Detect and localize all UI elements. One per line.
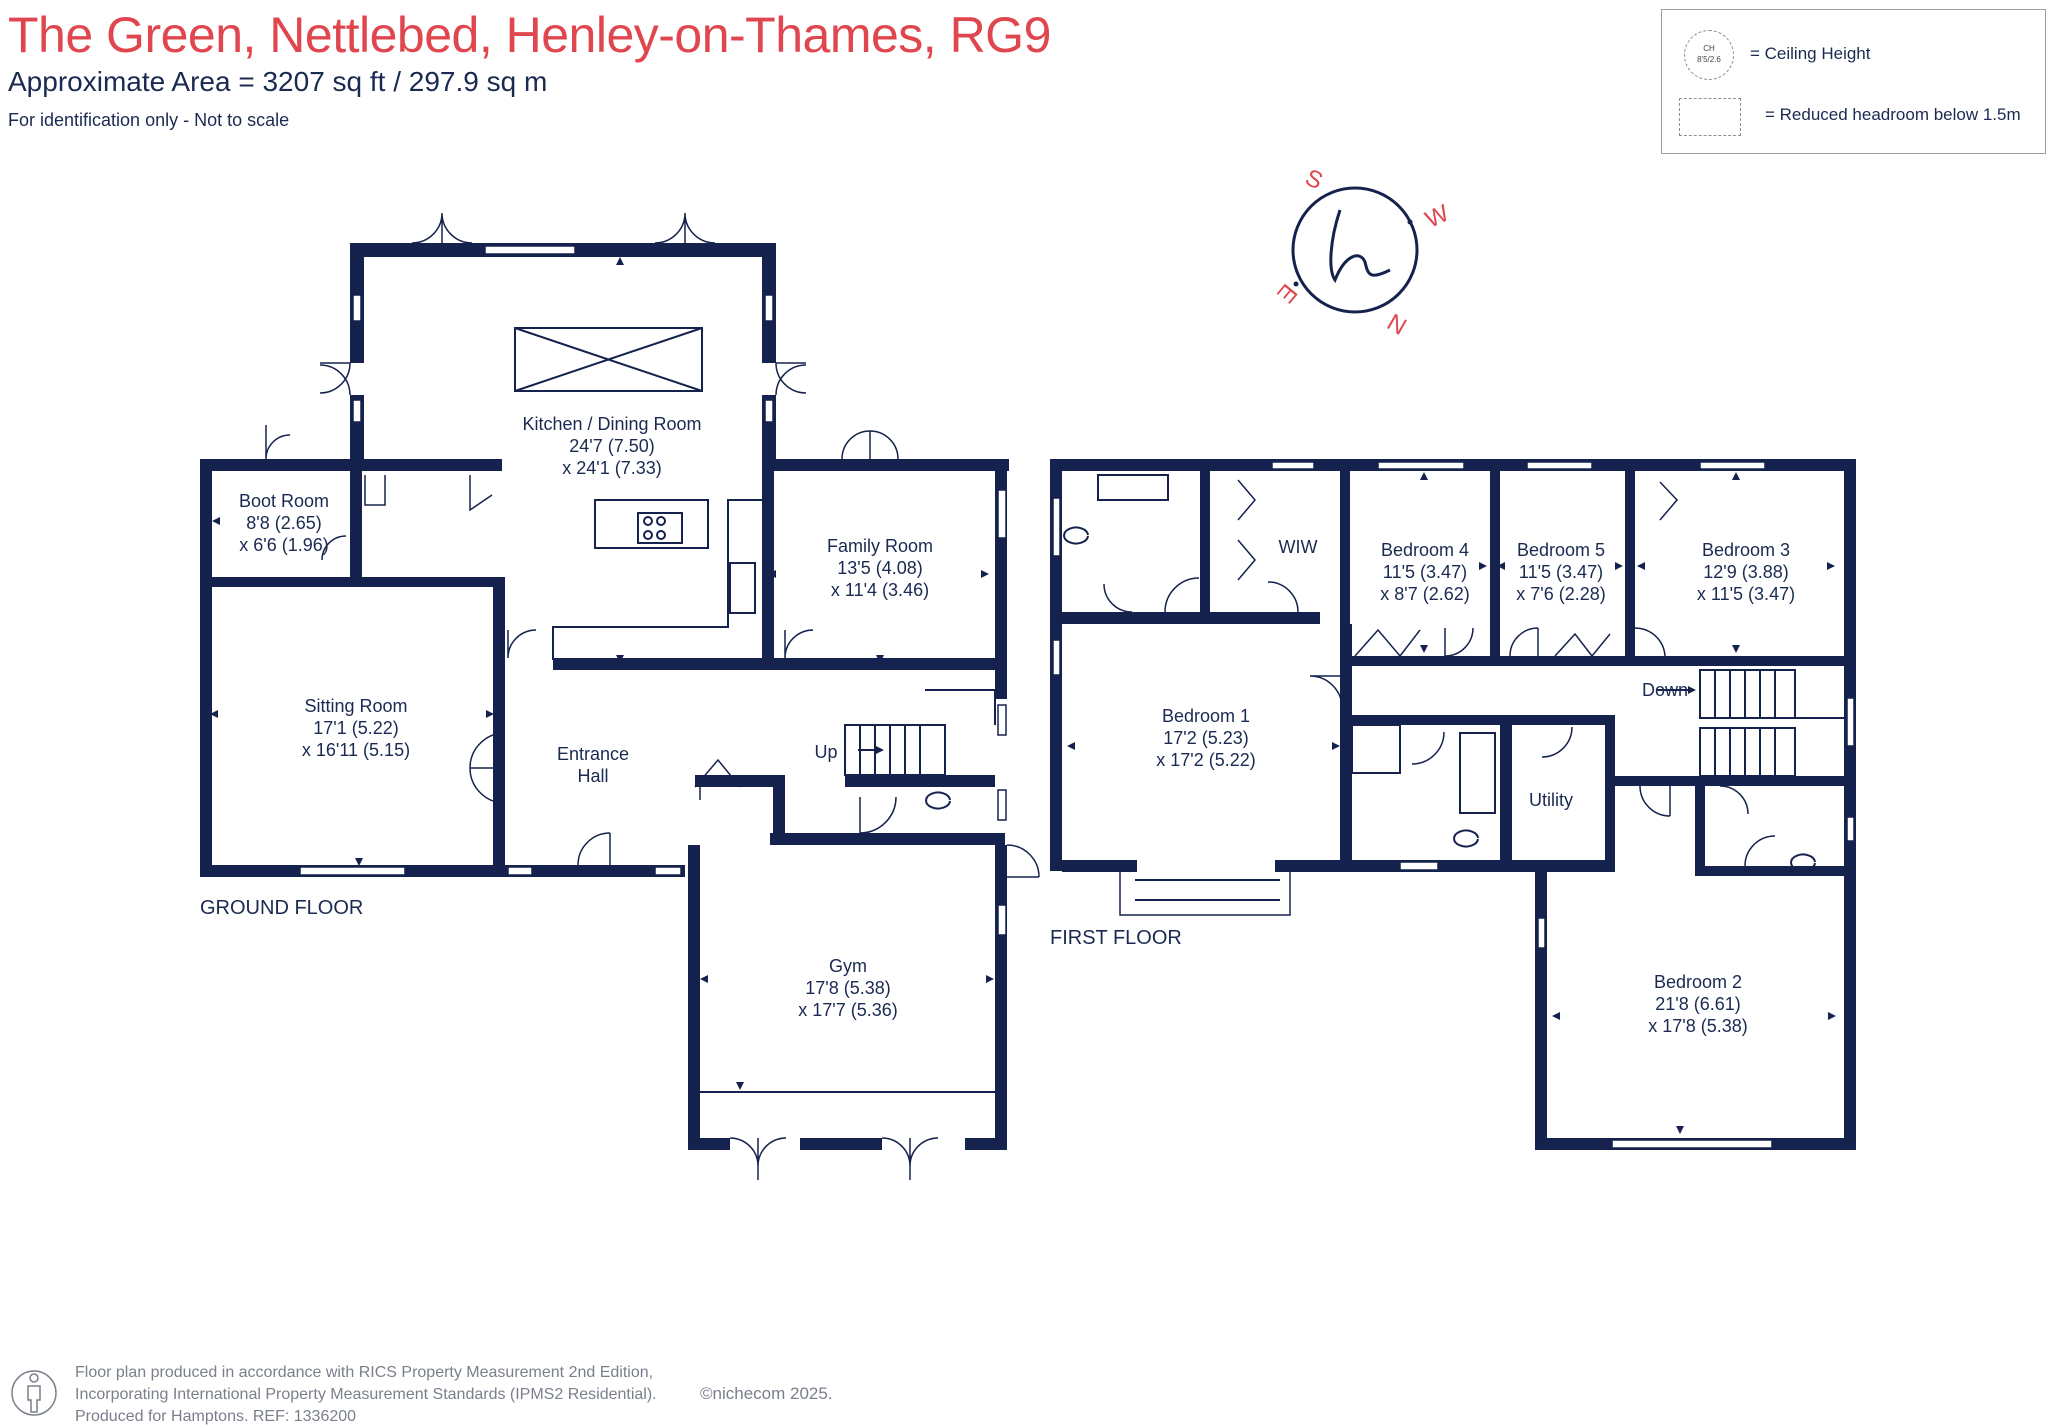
room-boot-name: Boot Room bbox=[239, 491, 329, 511]
room-boot-dim2: x 6'6 (1.96) bbox=[239, 535, 328, 555]
compass-logo: S W N E bbox=[1271, 164, 1453, 340]
room-bed1-dim1: 17'2 (5.23) bbox=[1163, 728, 1249, 748]
stairs-down-label: Down bbox=[1642, 680, 1688, 700]
room-kitchen-dim1: 24'7 (7.50) bbox=[569, 436, 655, 456]
room-boot-dim1: 8'8 (2.65) bbox=[246, 513, 321, 533]
footer-line-3: Produced for Hamptons. REF: 1336200 bbox=[75, 1408, 357, 1425]
legend: CH 8'5/2.6 = Ceiling Height = Reduced he… bbox=[1661, 9, 2046, 154]
compass-south: S bbox=[1301, 164, 1327, 195]
room-bed2-name: Bedroom 2 bbox=[1654, 972, 1742, 992]
room-family-dim1: 13'5 (4.08) bbox=[837, 558, 923, 578]
room-bed4-dim2: x 8'7 (2.62) bbox=[1380, 584, 1469, 604]
room-bed2-dim2: x 17'8 (5.38) bbox=[1648, 1016, 1748, 1036]
room-bed4-name: Bedroom 4 bbox=[1381, 540, 1469, 560]
room-utility-name: Utility bbox=[1529, 790, 1573, 810]
ceiling-symbol-top: CH bbox=[1703, 44, 1715, 53]
room-gym-dim1: 17'8 (5.38) bbox=[805, 978, 891, 998]
person-scale-icon bbox=[11, 1370, 57, 1416]
stairs-up-label: Up bbox=[814, 742, 837, 762]
page-title: The Green, Nettlebed, Henley-on-Thames, … bbox=[8, 7, 1051, 63]
room-entrance-dim1: Hall bbox=[577, 766, 608, 786]
reduced-headroom-legend: = Reduced headroom below 1.5m bbox=[1765, 105, 2021, 124]
room-bed4-dim1: 11'5 (3.47) bbox=[1383, 562, 1467, 582]
footer-line-1: Floor plan produced in accordance with R… bbox=[75, 1364, 654, 1381]
kitchen-window-top bbox=[484, 245, 576, 255]
room-family-dim2: x 11'4 (3.46) bbox=[831, 580, 929, 600]
room-bed5-dim2: x 7'6 (2.28) bbox=[1516, 584, 1605, 604]
room-gym-name: Gym bbox=[829, 956, 867, 976]
room-gym-dim2: x 17'7 (5.36) bbox=[798, 1000, 898, 1020]
room-sitting-dim2: x 16'11 (5.15) bbox=[302, 740, 410, 760]
room-bed3-name: Bedroom 3 bbox=[1702, 540, 1790, 560]
ground-floor-label: GROUND FLOOR bbox=[200, 897, 363, 919]
room-bed3-dim1: 12'9 (3.88) bbox=[1703, 562, 1789, 582]
room-bed1-dim2: x 17'2 (5.22) bbox=[1156, 750, 1256, 770]
room-sitting-name: Sitting Room bbox=[304, 696, 407, 716]
compass-north: N bbox=[1383, 307, 1412, 339]
first-floor-plan bbox=[858, 459, 1856, 1150]
room-bed5-name: Bedroom 5 bbox=[1517, 540, 1605, 560]
footer-notes: Floor plan produced in accordance with R… bbox=[75, 1362, 657, 1428]
footer-line-2: Incorporating International Property Mea… bbox=[75, 1386, 657, 1403]
ground-floor-plan bbox=[200, 212, 1040, 1180]
first-floor-label: FIRST FLOOR bbox=[1050, 927, 1182, 949]
ceiling-height-symbol: CH 8'5/2.6 bbox=[1684, 30, 1734, 80]
compass-west: W bbox=[1421, 200, 1453, 234]
ceiling-symbol-bottom: 8'5/2.6 bbox=[1697, 55, 1721, 64]
room-wiw-name: WIW bbox=[1279, 537, 1318, 557]
room-bed2-dim1: 21'8 (6.61) bbox=[1655, 994, 1741, 1014]
room-entrance-name: Entrance bbox=[557, 744, 629, 764]
room-family-name: Family Room bbox=[827, 536, 933, 556]
room-bed1-name: Bedroom 1 bbox=[1162, 706, 1250, 726]
room-sitting-dim1: 17'1 (5.22) bbox=[313, 718, 399, 738]
copyright: ©nichecom 2025. bbox=[700, 1384, 833, 1403]
room-kitchen-dim2: x 24'1 (7.33) bbox=[562, 458, 662, 478]
reduced-headroom-symbol bbox=[1679, 98, 1741, 136]
room-bed3-dim2: x 11'5 (3.47) bbox=[1697, 584, 1795, 604]
room-kitchen-name: Kitchen / Dining Room bbox=[522, 414, 701, 434]
room-bed5-dim1: 11'5 (3.47) bbox=[1519, 562, 1603, 582]
identification-note: For identification only - Not to scale bbox=[8, 110, 290, 130]
ceiling-height-legend: = Ceiling Height bbox=[1750, 44, 1871, 63]
approximate-area: Approximate Area = 3207 sq ft / 297.9 sq… bbox=[8, 66, 548, 97]
